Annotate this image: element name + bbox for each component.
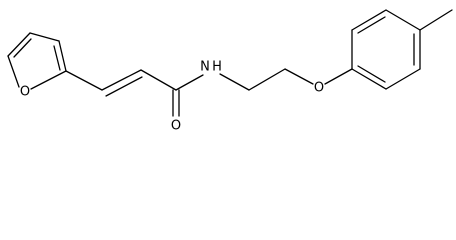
bond-ch2b-o: [284, 68, 314, 85]
bond-ring-2-3: [351, 9, 387, 31]
bond-ch2a-ch2b: [248, 68, 286, 91]
bond-ring-2-3-inner: [357, 16, 386, 34]
bond-ring-5-6: [385, 68, 421, 90]
bond-methyl: [419, 9, 453, 31]
bond-furan-c3-c2: [58, 40, 67, 72]
ethoxy-linker: [219, 68, 353, 91]
ether-oxygen-label: O: [314, 81, 324, 96]
benzene-ring: [351, 9, 453, 90]
bond-carbonyl-n: [175, 74, 204, 91]
bond-c2-alpha: [65, 70, 103, 91]
carbonyl-oxygen-label: O: [171, 119, 181, 134]
bond-furan-c3-c2-inner: [53, 45, 61, 71]
bond-furan-c2-o: [30, 70, 67, 90]
bond-furan-c4-c3: [29, 32, 60, 42]
amide-nitrogen-label: N: [200, 60, 210, 75]
bond-furan-o-c5: [7, 55, 20, 88]
bond-beta-carbonyl: [140, 69, 177, 91]
bond-furan-c5-c4: [7, 32, 31, 57]
furan-ring: [7, 32, 67, 90]
bond-alpha-beta-inner: [105, 76, 143, 97]
bond-ring-6-1-inner: [357, 65, 386, 83]
amide-hydrogen-label: H: [212, 60, 222, 75]
acrylamide-chain: [65, 69, 204, 117]
bond-o-aryl: [324, 68, 353, 85]
furan-oxygen-label: O: [20, 85, 30, 100]
bond-ring-3-4: [385, 9, 421, 31]
bond-n-ch2a: [219, 73, 250, 91]
molecule-structure: O N H O O: [7, 9, 453, 134]
bond-ring-6-1: [351, 68, 387, 90]
bond-furan-c5-c4-inner: [13, 38, 32, 58]
bond-alpha-beta: [101, 69, 142, 91]
